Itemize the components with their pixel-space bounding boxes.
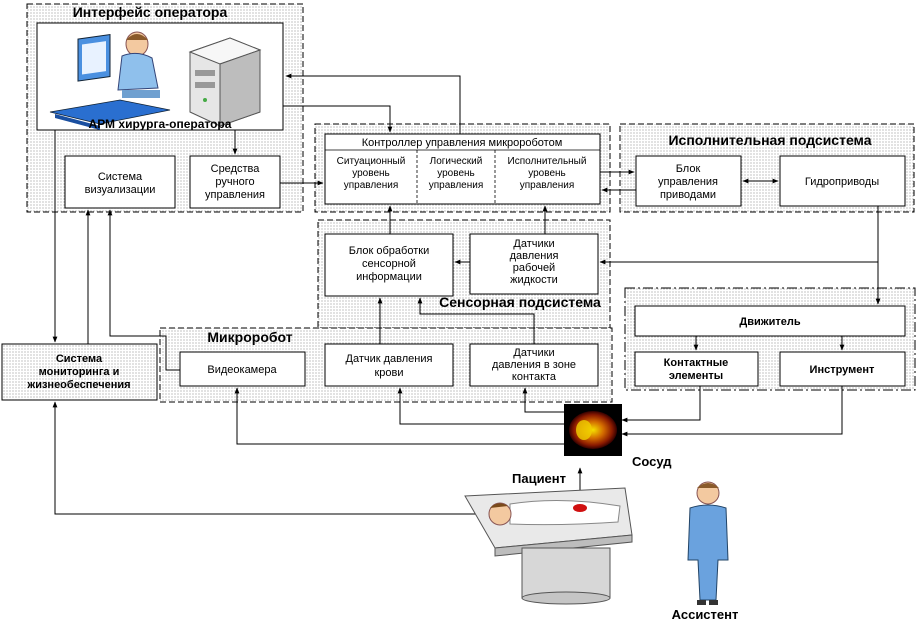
arrow-controller-to-arm — [285, 73, 461, 134]
arrow-vessel-to-contact — [522, 387, 564, 413]
manual-control-label-1: Средства — [211, 163, 261, 175]
arrow-instrument-to-vessel — [621, 386, 843, 437]
blood-pressure-label-1: Датчик давления — [346, 353, 433, 365]
drive-control-label-3: приводами — [660, 189, 716, 201]
mover-label: Движитель — [739, 316, 800, 328]
arrow-camera-to-visualization — [107, 209, 180, 371]
surgeon-workstation-icon — [49, 31, 171, 130]
executive-subsystem-title: Исполнительная подсистема — [668, 132, 871, 148]
contact-pressure-label-3: контакта — [512, 371, 557, 383]
situational-label-1: Ситуационный — [337, 156, 406, 167]
fluid-pressure-label-1: Датчики — [513, 238, 554, 250]
sensor-processing-label-1: Блок обработки — [349, 245, 429, 257]
sensor-processing-label-3: информации — [356, 271, 422, 283]
visualization-label-1: Система — [98, 171, 143, 183]
contact-pressure-label-1: Датчики — [513, 347, 554, 359]
hydro-drives-label: Гидроприводы — [805, 176, 879, 188]
visualization-label-2: визуализации — [85, 184, 156, 196]
controller-title: Контроллер управления микророботом — [362, 137, 563, 149]
monitoring-label-3: жизнеобеспечения — [26, 379, 130, 391]
controller-block — [324, 133, 601, 205]
contact-elements-label-1: Контактные — [664, 357, 729, 369]
sensor-subsystem-title: Сенсорная подсистема — [439, 294, 601, 310]
contact-elements-block — [634, 351, 759, 387]
operator-interface-title: Интерфейс оператора — [73, 4, 228, 20]
drive-control-label-1: Блок — [676, 163, 701, 175]
sensor-processing-label-2: сенсорной — [362, 258, 416, 270]
executive-level-label-3: управления — [520, 180, 575, 191]
microrobot-title: Микроробот — [207, 329, 292, 345]
contact-elements-label-2: элементы — [669, 370, 723, 382]
arrow-arm-to-controller — [283, 105, 393, 133]
patient-on-table-icon — [464, 487, 633, 605]
contact-pressure-label-2: давления в зоне — [492, 359, 576, 371]
arrow-vessel-to-camera — [234, 387, 564, 445]
fluid-pressure-label-3: рабочей — [513, 262, 555, 274]
hydro-drives-block — [779, 155, 906, 207]
executive-level-label-2: уровень — [528, 168, 566, 179]
logical-label-2: уровень — [437, 168, 475, 179]
blood-pressure-block — [324, 343, 454, 387]
assistant-person-icon — [687, 481, 729, 605]
logical-label-3: управления — [429, 180, 484, 191]
arrow-contact-to-processing — [417, 297, 535, 344]
monitoring-label-1: Система — [56, 353, 103, 365]
arrow-vessel-to-blood — [397, 387, 564, 425]
patient-label: Пациент — [512, 471, 566, 486]
manual-control-label-3: управления — [205, 189, 265, 201]
contact-pressure-block — [469, 343, 599, 387]
monitoring-block — [1, 343, 158, 401]
assistant-label: Ассистент — [672, 607, 739, 622]
drive-control-block — [635, 155, 742, 207]
instrument-label: Инструмент — [810, 364, 876, 376]
drive-control-label-2: управления — [658, 176, 718, 188]
vessel-image — [564, 404, 622, 456]
fluid-pressure-label-2: давления — [510, 250, 559, 262]
mover-block — [634, 305, 906, 337]
visualization-block — [64, 155, 176, 209]
sensor-processing-block — [324, 233, 454, 297]
arm-label: АРМ хирурга-оператора — [89, 117, 232, 131]
arrow-patient-to-monitoring — [52, 401, 484, 515]
videocamera-label: Видеокамера — [207, 364, 277, 376]
logical-label-1: Логический — [430, 156, 483, 167]
server-computer-icon — [188, 37, 262, 127]
fluid-pressure-block — [469, 233, 599, 295]
arrow-contact-to-vessel — [621, 386, 701, 423]
vessel-label: Сосуд — [632, 454, 672, 469]
videocamera-block — [179, 351, 306, 387]
situational-label-2: уровень — [352, 168, 390, 179]
situational-label-3: управления — [344, 180, 399, 191]
instrument-block — [779, 351, 906, 387]
manual-control-block — [189, 155, 281, 209]
executive-level-label-1: Исполнительный — [508, 156, 587, 167]
manual-control-label-2: ручного — [215, 176, 254, 188]
fluid-pressure-label-4: жидкости — [510, 274, 558, 286]
blood-pressure-label-2: крови — [374, 367, 403, 379]
monitoring-label-2: мониторинга и — [39, 366, 120, 378]
